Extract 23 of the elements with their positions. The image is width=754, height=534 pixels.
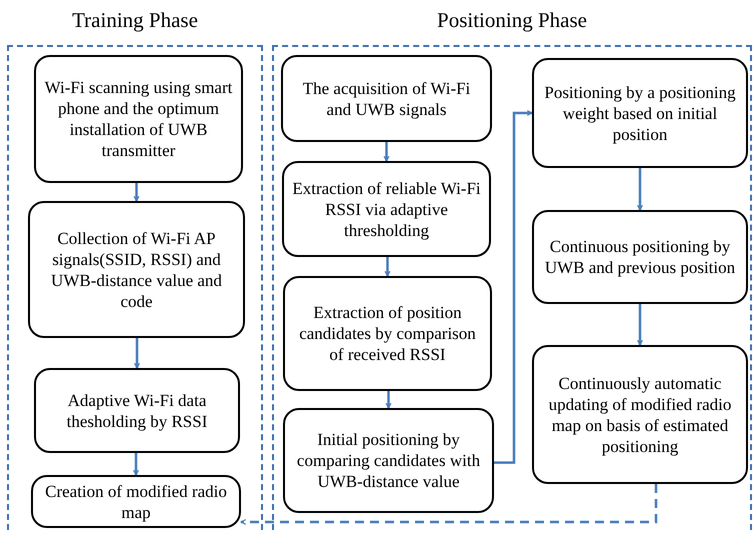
arrow xyxy=(386,391,392,409)
phase-title: Positioning Phase xyxy=(436,8,588,33)
phase-title: Training Phase xyxy=(71,8,199,33)
process-box: Adaptive Wi-Fi data thesholding by RSSI xyxy=(34,368,240,453)
process-box: Positioning by a positioning weight based on initial position xyxy=(532,58,748,168)
arrow xyxy=(134,338,140,369)
process-box: Creation of modified radio map xyxy=(31,475,241,528)
process-box: Initial positioning by comparing candidates with UWB-distance value xyxy=(283,408,494,513)
process-box: Continuously automatic updating of modified radio map on basis of estimated positioning xyxy=(532,345,748,484)
arrow xyxy=(134,183,140,202)
arrow xyxy=(384,257,390,277)
arrow xyxy=(384,142,390,162)
process-box: Continuous positioning by UWB and previous position xyxy=(532,210,748,304)
process-box: Collection of Wi-Fi AP signals(SSID, RSSI) and UWB-distance value and code xyxy=(28,201,245,338)
process-box: Extraction of position candidates by comparison of received RSSI xyxy=(283,276,492,391)
process-box: Wi-Fi scanning using smart phone and the optimum installation of UWB transmitter xyxy=(34,55,243,183)
process-box: The acquisition of Wi-Fi and UWB signals xyxy=(281,55,492,142)
arrow xyxy=(637,304,643,346)
arrow xyxy=(494,110,533,464)
arrow xyxy=(240,484,658,525)
process-box: Extraction of reliable Wi-Fi RSSI via adaptive thresholding xyxy=(282,161,491,257)
arrow xyxy=(133,453,139,476)
arrow xyxy=(637,168,643,211)
